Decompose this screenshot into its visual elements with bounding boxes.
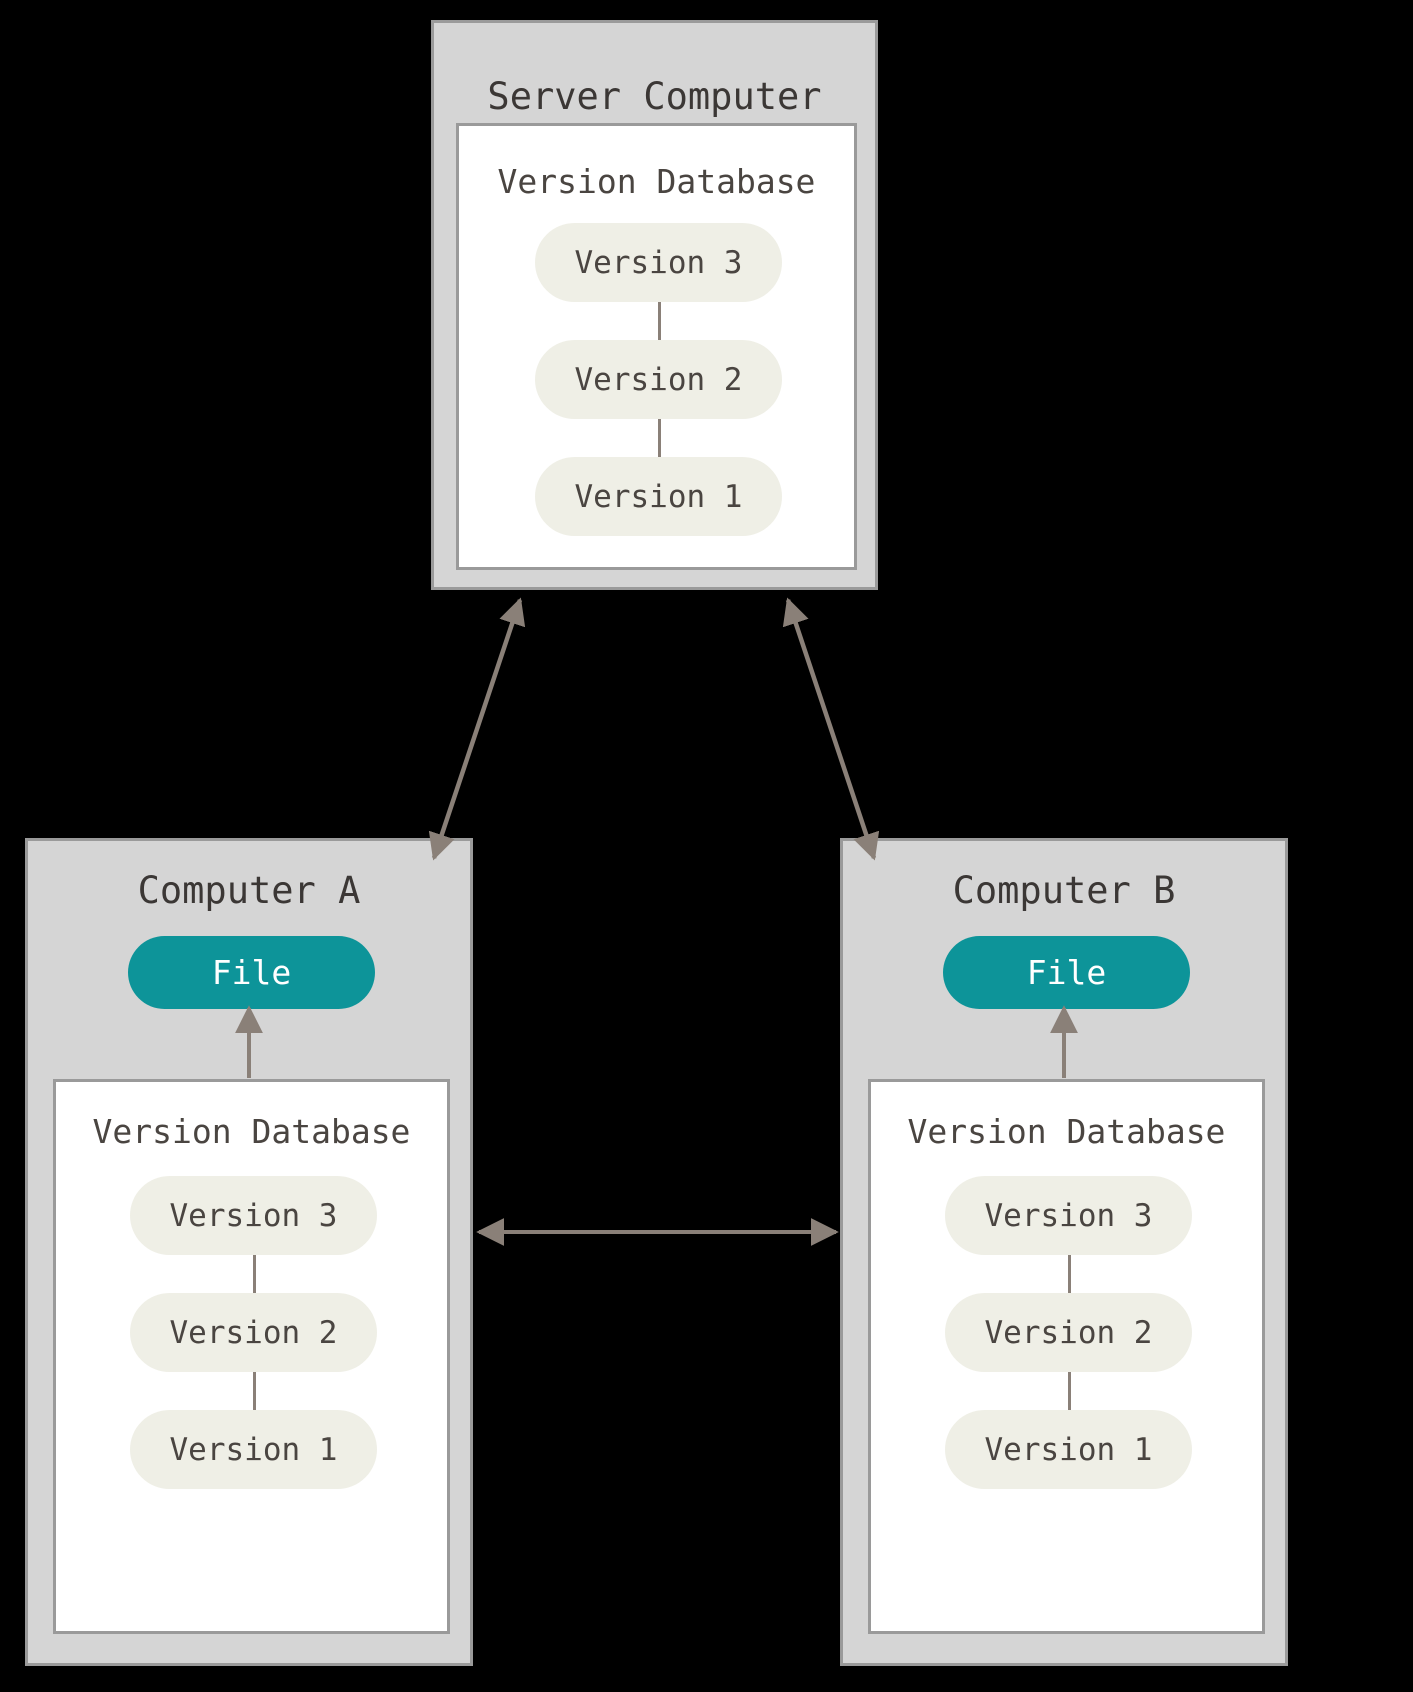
computer-a-box[interactable]: Computer A File Version Database Version… xyxy=(25,838,473,1666)
computer-b-file-pill[interactable]: File xyxy=(943,936,1190,1009)
computer-b-version-pill-3[interactable]: Version 3 xyxy=(945,1176,1192,1255)
computer-b-version-database-box[interactable]: Version Database Version 3 Version 2 Ver… xyxy=(868,1079,1265,1634)
computer-b-version-connector-2-1 xyxy=(1068,1372,1071,1410)
computer-a-version-database-title: Version Database xyxy=(92,1112,411,1151)
computer-b-box[interactable]: Computer B File Version Database Version… xyxy=(840,838,1288,1666)
arrow-server-to-computer-b xyxy=(782,597,880,861)
server-version-pill-3[interactable]: Version 3 xyxy=(535,223,782,302)
server-version-pill-1[interactable]: Version 1 xyxy=(535,457,782,536)
computer-a-version-pill-2[interactable]: Version 2 xyxy=(130,1293,377,1372)
computer-a-version-connector-3-2 xyxy=(253,1255,256,1293)
server-version-database-title: Version Database xyxy=(497,162,816,201)
computer-b-version-pill-2[interactable]: Version 2 xyxy=(945,1293,1192,1372)
computer-a-file-pill[interactable]: File xyxy=(128,936,375,1009)
computer-a-version-database-box[interactable]: Version Database Version 3 Version 2 Ver… xyxy=(53,1079,450,1634)
computer-a-title: Computer A xyxy=(137,869,361,912)
computer-b-version-pill-1[interactable]: Version 1 xyxy=(945,1410,1192,1489)
computer-a-version-connector-2-1 xyxy=(253,1372,256,1410)
server-computer-title: Server Computer xyxy=(487,75,822,118)
server-computer-box[interactable]: Server Computer Version Database Version… xyxy=(431,20,878,590)
server-version-database-box[interactable]: Version Database Version 3 Version 2 Ver… xyxy=(456,123,857,570)
computer-b-version-connector-3-2 xyxy=(1068,1255,1071,1293)
computer-b-title: Computer B xyxy=(952,869,1176,912)
computer-a-version-pill-3[interactable]: Version 3 xyxy=(130,1176,377,1255)
server-version-connector-2-1 xyxy=(658,419,661,457)
server-version-connector-3-2 xyxy=(658,302,661,340)
server-version-pill-2[interactable]: Version 2 xyxy=(535,340,782,419)
arrow-server-to-computer-a xyxy=(428,597,526,861)
computer-a-version-pill-1[interactable]: Version 1 xyxy=(130,1410,377,1489)
computer-b-version-database-title: Version Database xyxy=(907,1112,1226,1151)
